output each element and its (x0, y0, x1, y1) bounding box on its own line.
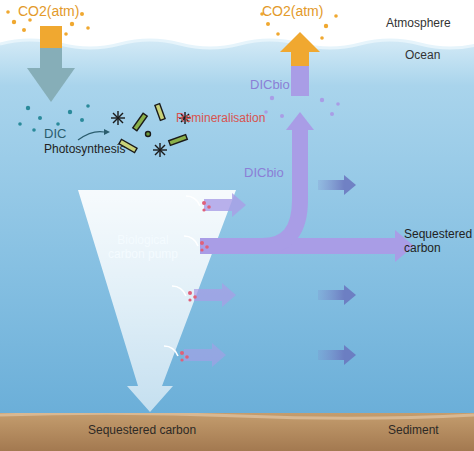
seabed-edge (0, 413, 474, 418)
dicbio-molecules (264, 96, 340, 118)
sequestration-arrows (318, 175, 356, 365)
uptake-pointer-head (104, 129, 110, 135)
zone-label: Atmosphere (386, 17, 451, 31)
uptake-pointer (78, 132, 104, 140)
pool-label: DIC (44, 127, 66, 142)
zone-label: Sequestered carbon (88, 424, 196, 438)
funnel-arrow (78, 190, 236, 412)
process-label: Remineralisation (176, 112, 265, 126)
pool-label: DICbio (244, 166, 284, 181)
sink-label: Sequestered carbon (404, 228, 470, 256)
pool-label: DICbio (250, 78, 290, 93)
gas-label: CO2(atm) (18, 3, 79, 19)
sediment-fill (0, 413, 474, 451)
bio-return-flow (200, 112, 414, 262)
zone-label: Sediment (388, 424, 439, 438)
sediment-band: Sequestered carbon Sediment (0, 413, 474, 451)
zone-label: Ocean (405, 49, 440, 63)
gas-label: CO2(atm) (262, 3, 323, 19)
ocean-water (0, 40, 474, 420)
wave-line (0, 40, 474, 48)
process-label: Photosynthesis (44, 143, 125, 157)
node-title: Biological carbon pump (98, 234, 188, 262)
co2-uptake-arrow (27, 26, 75, 102)
